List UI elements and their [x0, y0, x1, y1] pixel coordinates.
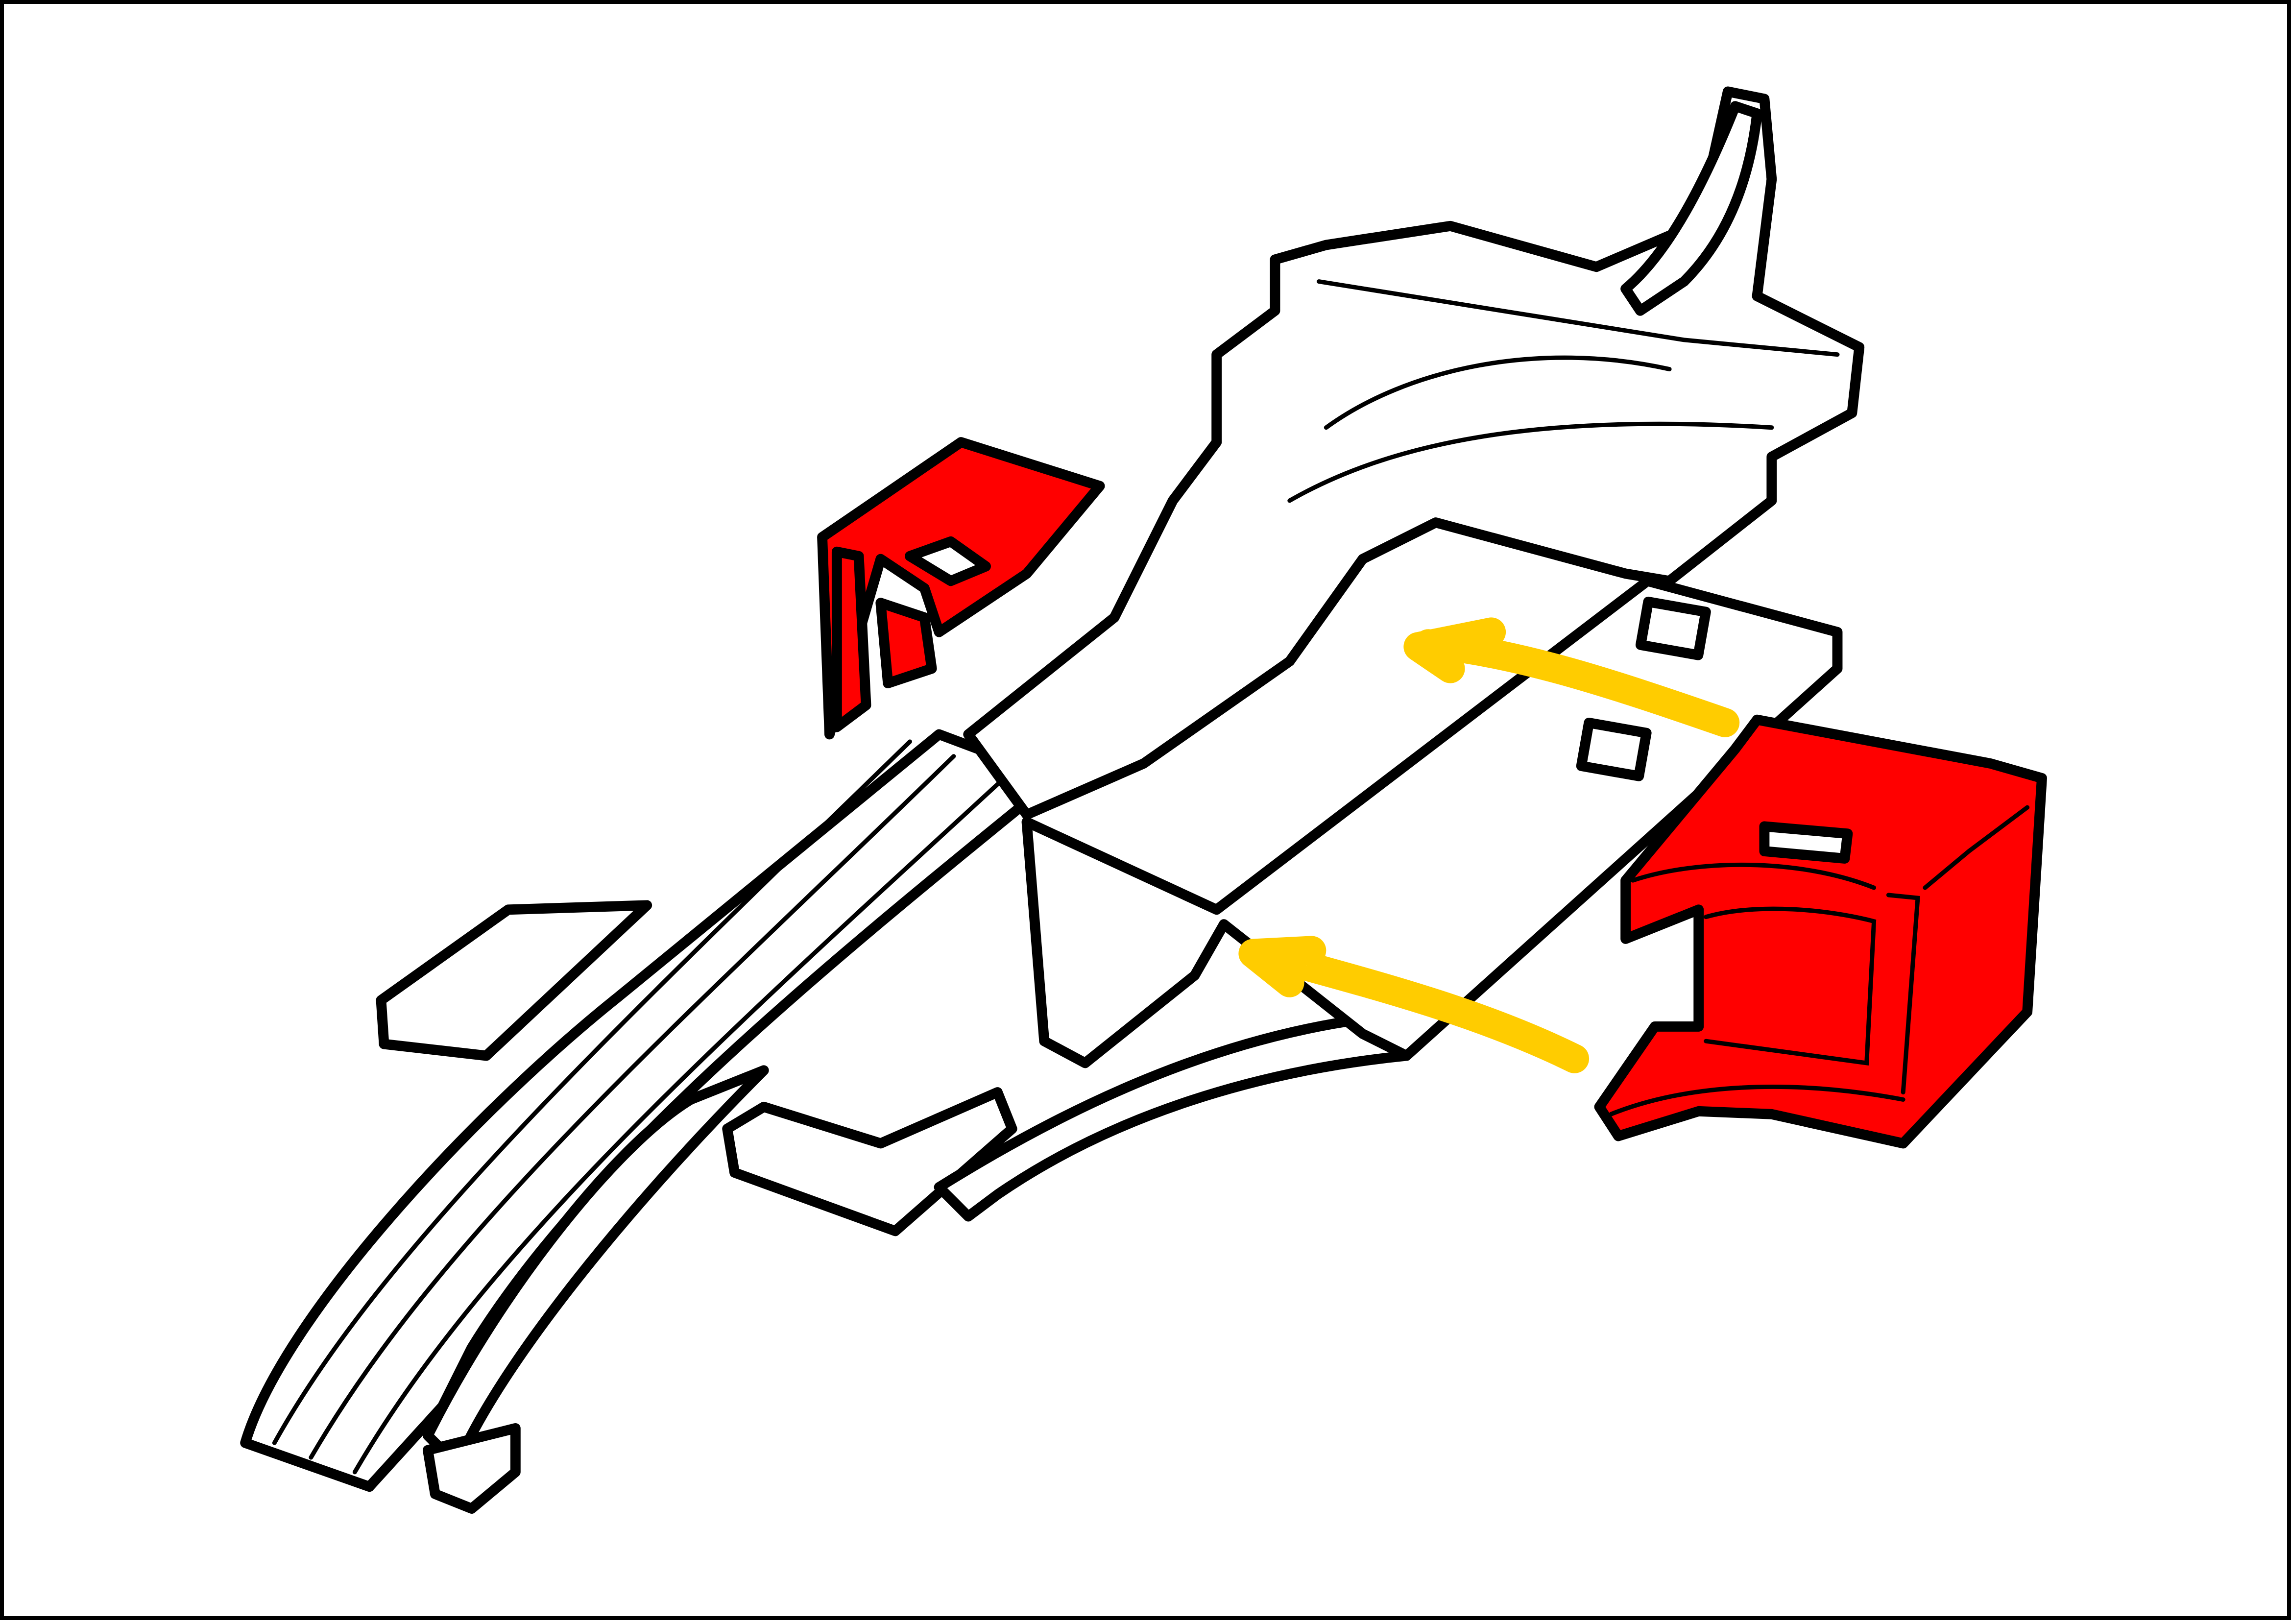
right-front-block [1594, 714, 2047, 1149]
chassis-line-drawing [240, 86, 2047, 1514]
upper-arrow [1403, 617, 1740, 737]
floor-cutout [1576, 717, 1652, 781]
floor-cutout [1635, 596, 1711, 660]
lower-cross-plate [722, 1087, 1017, 1236]
left-wing-plate [376, 900, 652, 1061]
lower-arrow [1238, 936, 1590, 1073]
side-rails [240, 729, 1061, 1514]
